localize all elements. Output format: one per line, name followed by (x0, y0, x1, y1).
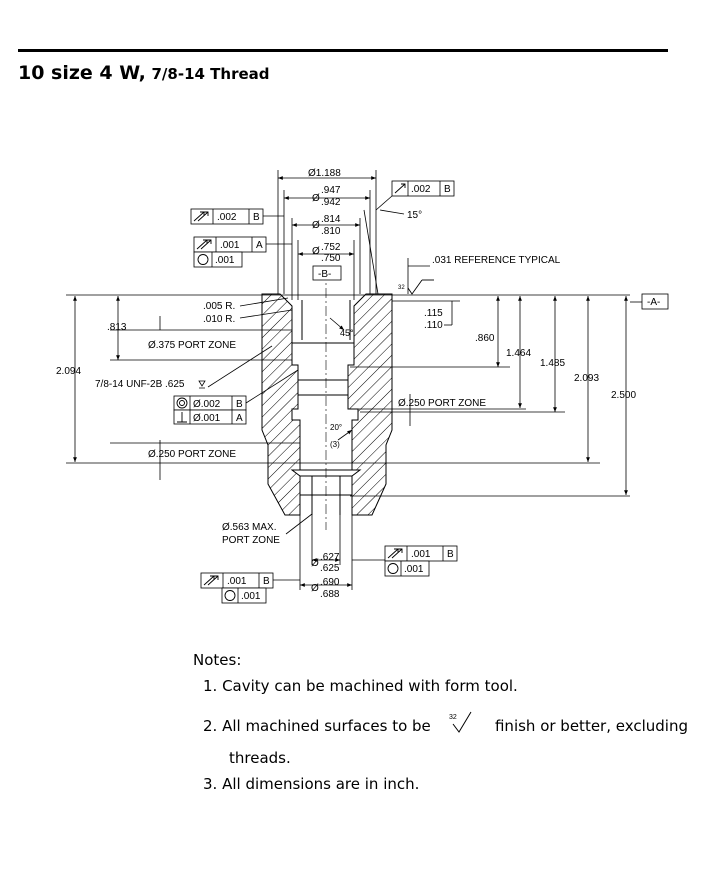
total-runout-icon (193, 211, 209, 222)
dim-2093: 2.093 (574, 373, 599, 384)
title-thread: 7/8-14 Thread (151, 65, 270, 83)
page-title: 10 size 4 W, 7/8-14 Thread (18, 62, 270, 84)
concentricity-icon (176, 397, 188, 409)
count-3: (3) (330, 440, 340, 449)
frame4b-value: Ø.001 (193, 413, 221, 424)
frame1-value: .002 (411, 184, 431, 195)
gdt-frame-3 (193, 236, 292, 268)
title-size: 10 size 4 W, (18, 62, 146, 84)
port-563-line2: PORT ZONE (222, 535, 280, 546)
dim-750: .750 (321, 253, 341, 264)
dim-688: .688 (320, 589, 340, 600)
datum-b-frame (312, 265, 342, 281)
dim-814: .814 (321, 214, 341, 225)
frame4a-value: Ø.002 (193, 399, 221, 410)
svg-text:32: 32 (449, 714, 457, 721)
frame3-value: .001 (220, 240, 240, 251)
port-250-right: Ø.250 PORT ZONE (398, 398, 486, 409)
dim-1188: Ø1.188 (308, 168, 341, 179)
frame1-datum: B (444, 184, 451, 195)
section-right-wall (347, 293, 393, 516)
dim-1485: 1.485 (540, 358, 565, 369)
frame6-value: .001 (227, 576, 247, 587)
port-375: Ø.375 PORT ZONE (148, 340, 236, 351)
total-runout-icon-2 (196, 239, 212, 250)
notes-section: Notes: 1. Cavity can be machined with fo… (193, 650, 688, 794)
port-250-left: Ø.250 PORT ZONE (148, 449, 236, 460)
gdt-frame-6 (200, 572, 300, 604)
radius-010: .010 R. (203, 314, 235, 325)
note-2-post: finish or better, excluding (494, 717, 688, 735)
dim-752-prefix: Ø (312, 246, 320, 257)
gdt-frame-5 (352, 545, 458, 577)
dim-625: .625 (320, 563, 340, 574)
finish-symbol-icon: 32 (449, 711, 472, 733)
top-diameter-dims (277, 170, 405, 300)
dim-813: .813 (107, 322, 127, 333)
note-3: 3. All dimensions are in inch. (203, 775, 420, 793)
gdt-frame-2 (190, 208, 284, 225)
note-2: 2. All machined surfaces to be 32 finish… (193, 708, 688, 736)
frame4a-datum: B (236, 399, 243, 410)
port-563-line1: Ø.563 MAX. (222, 522, 276, 533)
gdt-frame-1 (375, 180, 455, 211)
finish-symbol (407, 279, 434, 295)
dim-942: .942 (321, 197, 341, 208)
angle-15: 15° (407, 210, 422, 221)
frame5b-value: .001 (404, 564, 424, 575)
left-vertical-dims (73, 296, 300, 480)
top-rule (18, 49, 668, 52)
gdt-frame-4 (173, 369, 299, 425)
dim-814-prefix: Ø (312, 220, 320, 231)
runout-icon (394, 183, 406, 194)
dim-690-prefix: Ø (311, 583, 319, 594)
dim-752: .752 (321, 242, 341, 253)
angle-20: 20° (330, 423, 342, 432)
circularity-icon (197, 254, 209, 265)
dim-1464: 1.464 (506, 348, 531, 359)
circularity-icon-3 (224, 590, 236, 601)
dim-2094: 2.094 (56, 366, 81, 377)
depth-icon (198, 380, 206, 389)
frame6b-value: .001 (241, 591, 261, 602)
frame5-value: .001 (411, 549, 431, 560)
dim-2500: 2.500 (611, 390, 636, 401)
datum-b: -B- (318, 269, 331, 280)
perpendicularity-icon (177, 412, 187, 423)
frame4b-datum: A (236, 413, 243, 424)
datum-a: -A- (647, 297, 660, 308)
frame2-value: .002 (217, 212, 237, 223)
dim-947-942-prefix: Ø (312, 193, 320, 204)
angle-45: 45° (340, 328, 354, 338)
circularity-icon-2 (387, 563, 399, 574)
total-runout-icon-3 (387, 548, 403, 559)
reference-lines (66, 294, 630, 497)
datum-a-frame (641, 293, 669, 310)
dim-110: .110 (424, 320, 443, 331)
ref-031: .031 REFERENCE TYPICAL (432, 255, 561, 266)
dim-115: .115 (424, 308, 443, 319)
note-1: 1. Cavity can be machined with form tool… (203, 677, 518, 695)
dim-690: .690 (320, 577, 340, 588)
dim-627-prefix: Ø (311, 558, 319, 569)
frame6-datum: B (263, 576, 270, 587)
cavity-drawing: Ø1.188 Ø .947 .942 Ø .814 .810 Ø .752 .7… (56, 168, 669, 604)
note-2-cont: threads. (229, 749, 291, 767)
note-2-pre: 2. All machined surfaces to be (203, 717, 431, 735)
dim-947: .947 (321, 185, 341, 196)
dim-627: .627 (320, 552, 340, 563)
notes-heading: Notes: (193, 651, 242, 669)
frame5-datum: B (447, 549, 454, 560)
radius-005: .005 R. (203, 301, 235, 312)
right-vertical-dims (350, 296, 628, 495)
dim-810: .810 (321, 226, 341, 237)
frame3b-value: .001 (215, 255, 235, 266)
section-left-wall (261, 293, 301, 516)
finish-32: 32 (398, 285, 405, 291)
frame3-datum: A (256, 240, 263, 251)
thread-callout: 7/8-14 UNF-2B .625 (95, 379, 185, 390)
dim-860: .860 (475, 333, 495, 344)
total-runout-icon-4 (203, 575, 219, 586)
frame2-datum: B (253, 212, 260, 223)
